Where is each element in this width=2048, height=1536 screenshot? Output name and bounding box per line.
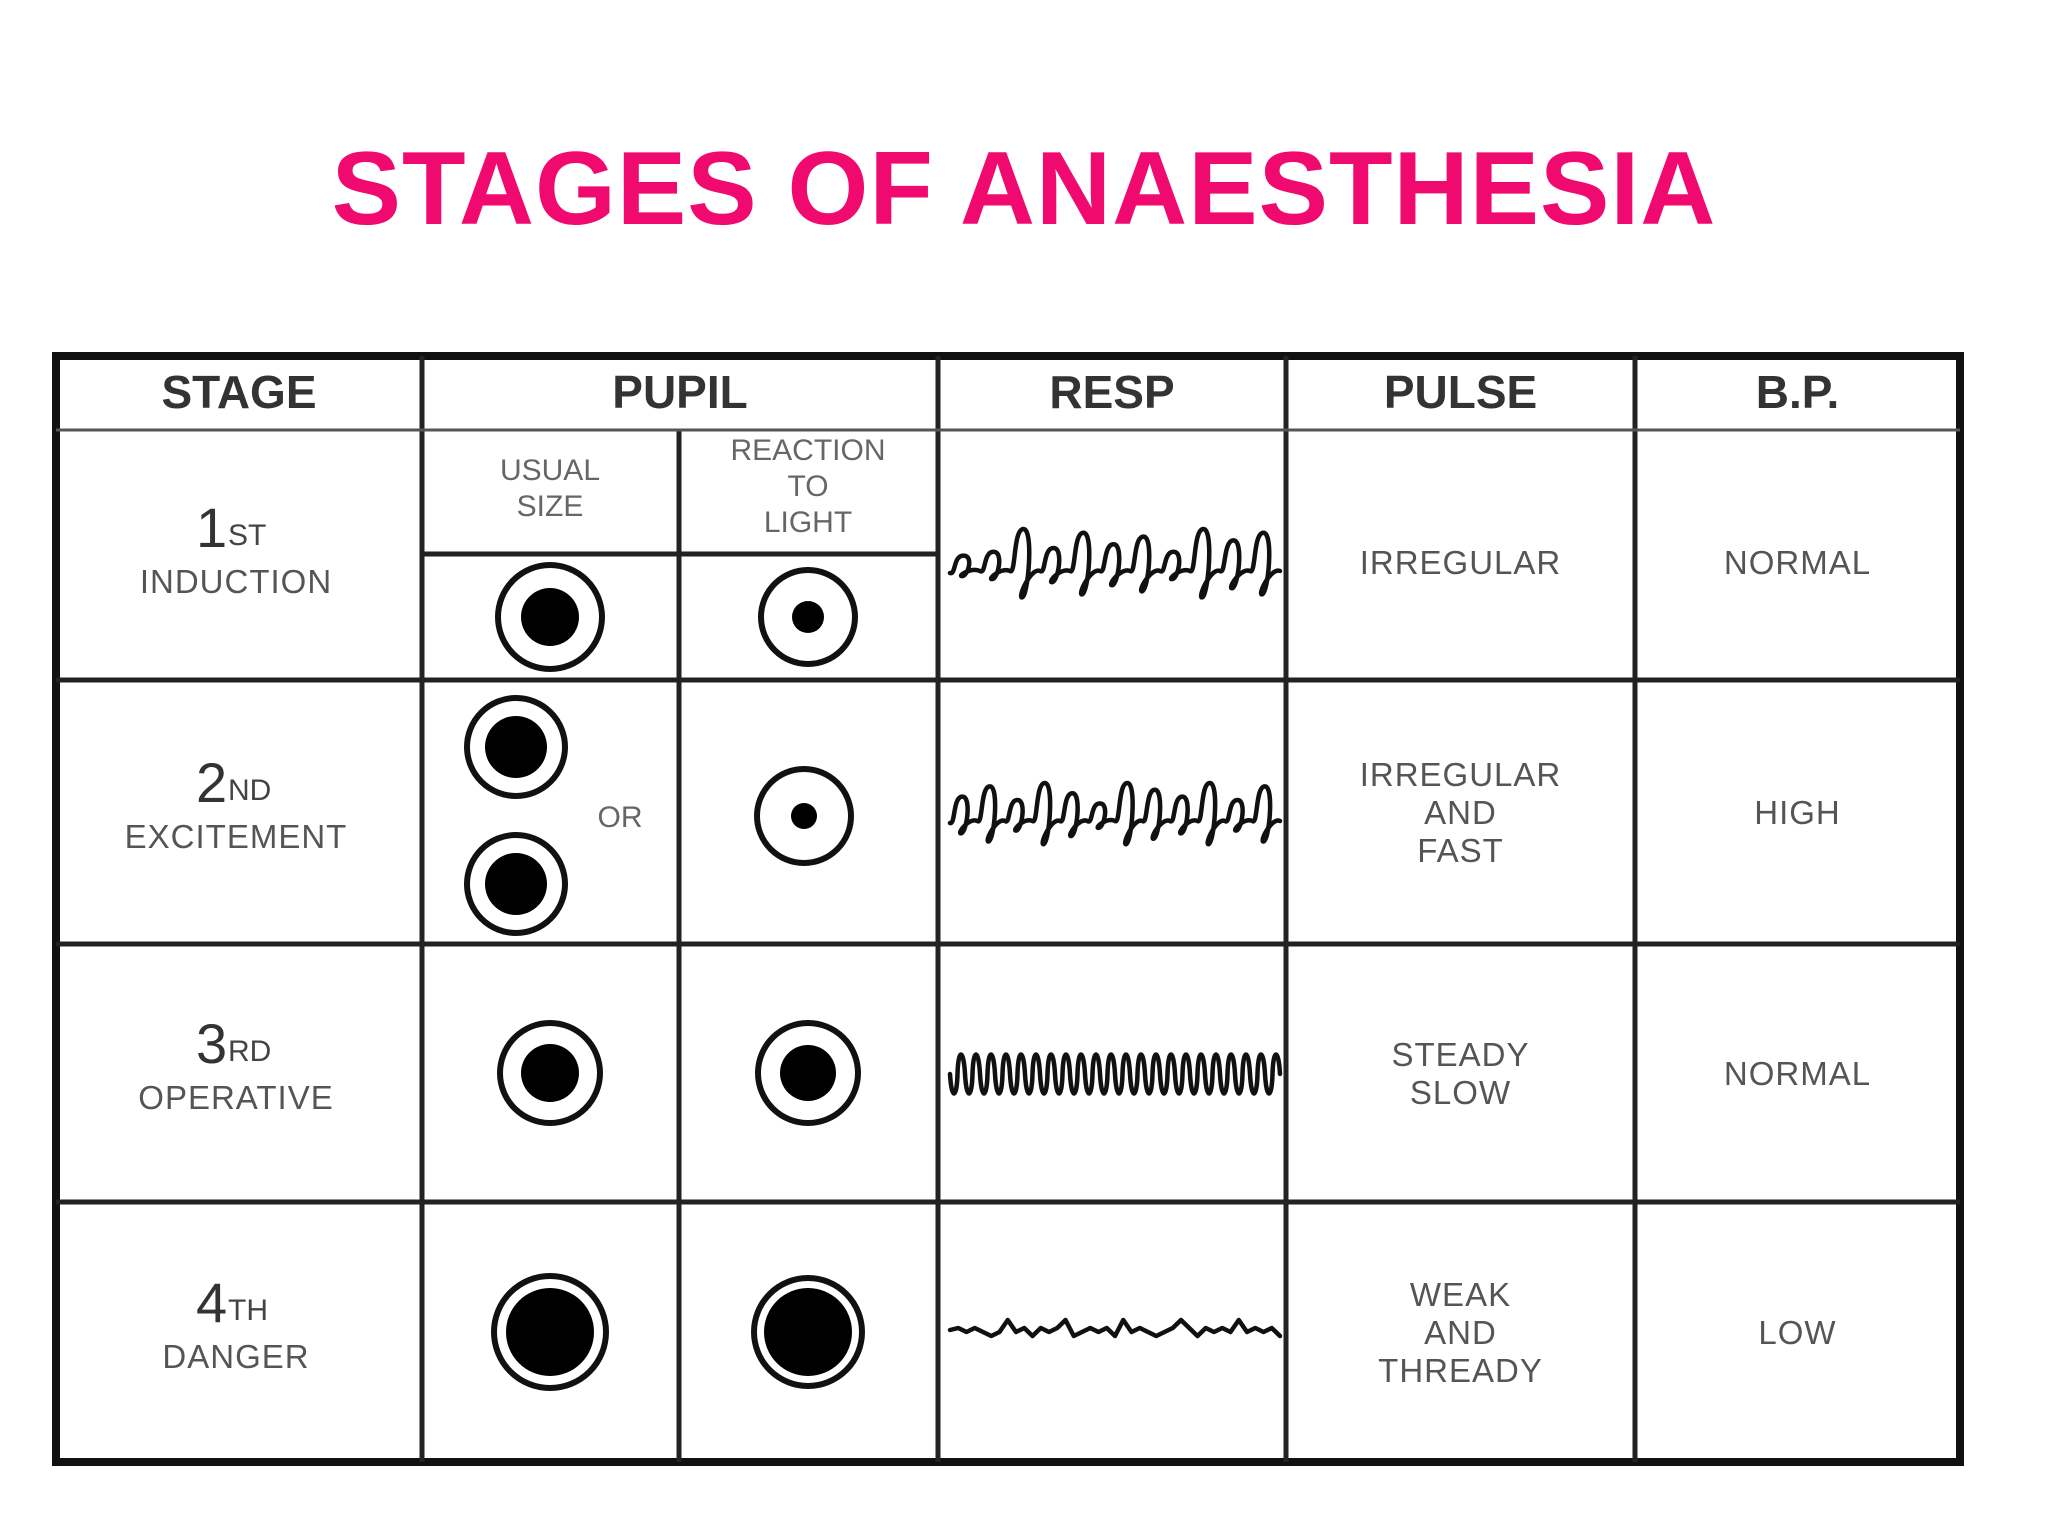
stage-name: DANGER [162, 1338, 309, 1375]
pupil-usual-size-pupil [485, 716, 547, 778]
pupil-usual-size-pupil [521, 588, 579, 646]
stage-name: INDUCTION [140, 563, 332, 600]
or-label: OR [598, 801, 643, 834]
header-pulse: PULSE [1384, 366, 1537, 418]
pupil-usual-size-alt-pupil [485, 853, 547, 915]
pulse-text: AND [1424, 1314, 1497, 1351]
stage-ordinal-suffix: ST [228, 519, 266, 552]
bp-value: HIGH [1754, 794, 1841, 831]
table-frame [52, 352, 1964, 1466]
pupil-reaction-pupil [764, 1288, 852, 1376]
resp-pattern-irregular-loops [947, 526, 1283, 600]
stage-name: EXCITEMENT [125, 818, 348, 855]
pupil-reaction-pupil [780, 1045, 836, 1101]
pupil-reaction-pupil [792, 601, 824, 633]
pulse-text: AND [1424, 794, 1497, 831]
pupil-usual-size-pupil [521, 1044, 579, 1102]
stage-ordinal-suffix: ND [228, 774, 271, 807]
header-bp: B.P. [1756, 366, 1840, 418]
subheader-reaction-to-light: LIGHT [764, 506, 852, 539]
stage-number: 4 [196, 1271, 227, 1334]
pulse-text: IRREGULAR [1360, 756, 1562, 793]
header-resp: RESP [1049, 366, 1174, 418]
header-pupil: PUPIL [612, 366, 747, 418]
pulse-text: FAST [1417, 832, 1504, 869]
subheader-usual-size: SIZE [517, 490, 584, 523]
pulse-text: STEADY [1391, 1036, 1529, 1073]
stage-ordinal-suffix: RD [228, 1035, 271, 1068]
pupil-usual-size-pupil [506, 1288, 594, 1376]
pupil-reaction-pupil [791, 803, 817, 829]
resp-pattern-regular-waves [947, 1052, 1283, 1096]
slide-title: STAGES OF ANAESTHESIA [331, 131, 1717, 247]
stage-ordinal-suffix: TH [228, 1294, 268, 1327]
resp-pattern-shallow-flat [947, 1317, 1283, 1339]
stage-number: 1 [196, 496, 227, 559]
pulse-text: IRREGULAR [1360, 544, 1562, 581]
bp-value: NORMAL [1724, 544, 1871, 581]
pulse-text: SLOW [1410, 1074, 1511, 1111]
header-stage: STAGE [161, 366, 316, 418]
resp-pattern-erratic-loops [947, 780, 1283, 847]
stage-name: OPERATIVE [138, 1079, 333, 1116]
bp-value: NORMAL [1724, 1055, 1871, 1092]
stage-number: 2 [196, 751, 227, 814]
subheader-reaction-to-light: TO [787, 470, 828, 503]
pulse-text: THREADY [1378, 1352, 1543, 1389]
pulse-text: WEAK [1410, 1276, 1511, 1313]
bp-value: LOW [1758, 1314, 1836, 1351]
stage-number: 3 [196, 1012, 227, 1075]
subheader-usual-size: USUAL [500, 454, 600, 487]
subheader-reaction-to-light: REACTION [730, 434, 885, 467]
